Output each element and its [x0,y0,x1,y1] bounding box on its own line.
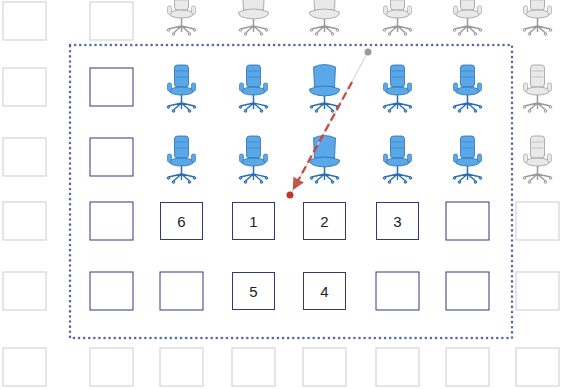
grey-chair [453,0,482,35]
grey-chair-group [167,0,552,183]
blue-chair [383,65,412,112]
outer-box [160,348,203,386]
blue-chair [309,65,339,113]
number-box: 3 [376,202,419,240]
blue-chair [239,136,268,183]
callout-number: 1 [249,214,257,229]
empty-box [376,272,419,310]
empty-box [446,272,489,310]
empty-box [90,68,133,106]
empty-box [90,272,133,310]
number-box: 4 [303,272,346,310]
outer-box [3,348,46,386]
outer-box [303,348,346,386]
outer-box [90,348,133,386]
dotted-window [70,45,512,338]
number-box: 2 [303,202,346,240]
grey-chair [309,0,339,35]
start-dot [365,49,372,56]
grey-chair [238,0,268,35]
empty-box [90,202,133,240]
blue-chair [167,136,196,183]
callout-number: 2 [320,214,328,229]
outer-box [232,348,275,386]
outer-box [516,272,559,310]
outer-box [516,202,559,240]
outer-box [3,272,46,310]
faint-guide-line [292,52,368,192]
callout-number: 5 [249,284,257,299]
number-box: 1 [232,202,275,240]
pan-arrow [294,82,352,188]
empty-box [160,272,203,310]
grey-chair [523,0,552,35]
outer-box [446,348,489,386]
blue-chair-group [167,65,482,184]
blue-chair [309,136,339,184]
grey-chair [167,0,196,35]
blue-chair [239,65,268,112]
callout-number: 3 [393,214,401,229]
grey-chair [523,65,552,112]
empty-box [90,138,133,176]
blue-chair [167,65,196,112]
outer-box-group [3,2,559,386]
outer-box [376,348,419,386]
blue-chair [383,136,412,183]
grey-chair [383,0,412,35]
outer-box [90,2,133,40]
outer-box [3,138,46,176]
outer-box [3,2,46,40]
outer-box [516,348,559,386]
callout-number: 6 [177,214,185,229]
outer-box [3,202,46,240]
inner-box-group [90,68,489,310]
blue-chair [453,136,482,183]
end-dot [287,192,294,199]
number-box: 5 [232,272,275,310]
blue-chair [453,65,482,112]
grey-chair [523,136,552,183]
empty-box [446,202,489,240]
outer-box [3,68,46,106]
callout-number: 4 [320,284,328,299]
number-box: 6 [160,202,203,240]
